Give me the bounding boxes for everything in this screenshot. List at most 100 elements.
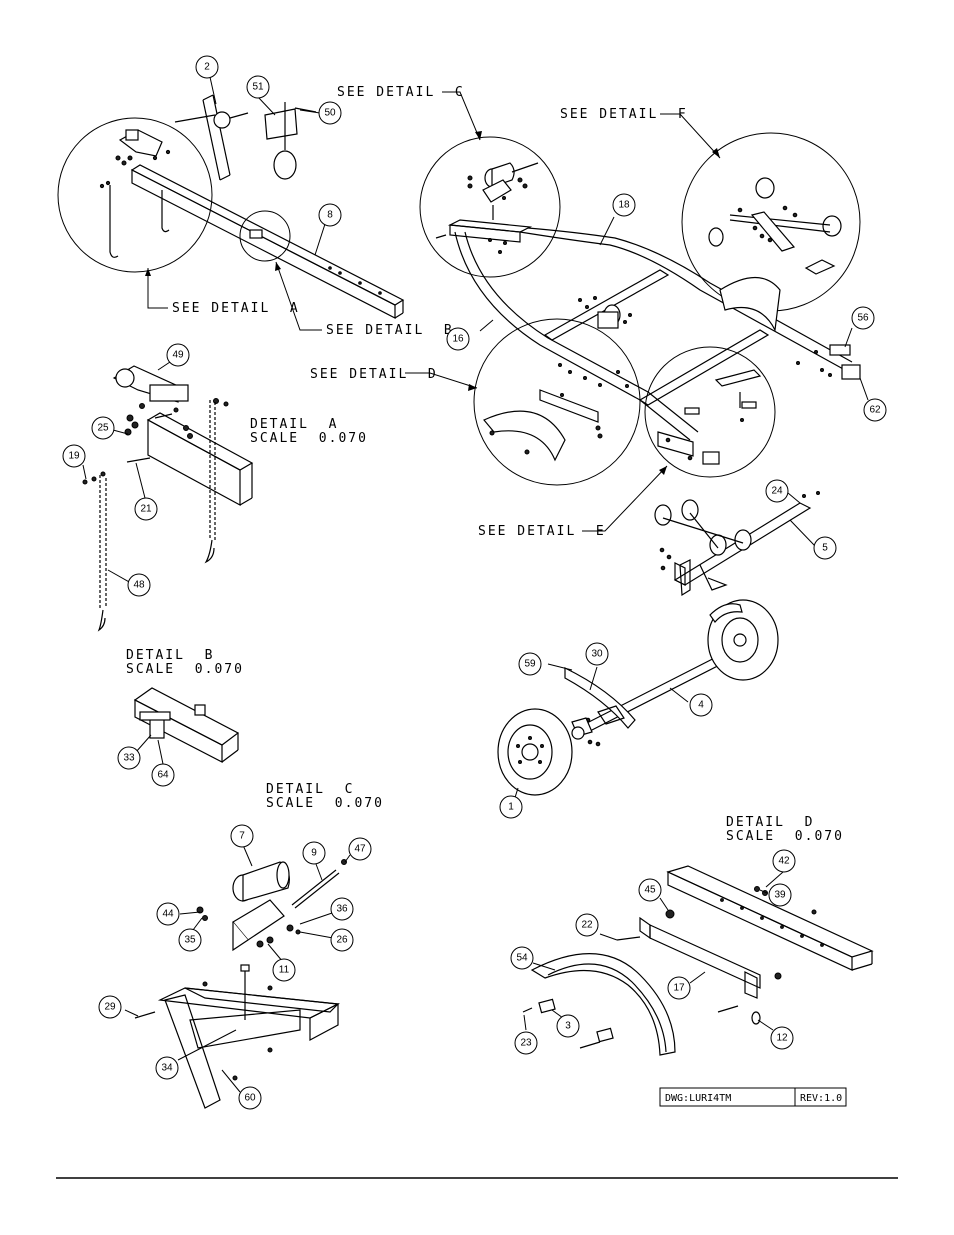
- svg-text:19: 19: [68, 451, 80, 462]
- svg-text:5: 5: [822, 543, 828, 554]
- svg-text:12: 12: [776, 1033, 788, 1044]
- svg-text:59: 59: [524, 659, 536, 670]
- detail-c-assembly: [124, 844, 351, 1109]
- see-detail-c-label: SEE DETAIL C: [337, 85, 465, 100]
- part-bubble: 12: [770, 1026, 794, 1050]
- detail-b-circle: [239, 210, 291, 262]
- svg-text:36: 36: [336, 904, 348, 915]
- part-bubble: 29: [98, 995, 122, 1019]
- part-bubble: 11: [272, 958, 296, 982]
- part-bubble: 47: [348, 837, 372, 861]
- see-detail-a-label: SEE DETAIL A: [172, 301, 300, 316]
- svg-text:54: 54: [516, 953, 528, 964]
- part-bubble: 1: [499, 795, 523, 819]
- svg-text:1: 1: [508, 802, 514, 813]
- svg-text:9: 9: [311, 848, 317, 859]
- part-bubble: 25: [91, 416, 115, 440]
- detail-d-assembly: [522, 865, 874, 1056]
- bunk-assembly: [654, 491, 820, 597]
- part-bubble: 7: [230, 824, 254, 848]
- part-bubble: 9: [302, 841, 326, 865]
- part-bubble: 24: [765, 479, 789, 503]
- svg-text:56: 56: [857, 313, 869, 324]
- see-detail-b-label: SEE DETAIL B: [326, 323, 454, 338]
- part-bubble: 35: [178, 928, 202, 952]
- main-frame-assembly: [405, 91, 869, 532]
- part-bubble: 64: [151, 763, 175, 787]
- detail-d-scale: SCALE 0.070: [726, 829, 844, 844]
- part-bubble: 21: [134, 497, 158, 521]
- detail-d-circle: [473, 318, 641, 486]
- svg-text:21: 21: [140, 504, 152, 515]
- part-bubble: 16: [446, 327, 470, 351]
- part-bubble: 18: [612, 193, 636, 217]
- part-bubble: 54: [510, 946, 534, 970]
- svg-text:29: 29: [104, 1002, 116, 1013]
- part-bubble: 62: [863, 398, 887, 422]
- part-bubble: 34: [155, 1056, 179, 1080]
- detail-b-assembly: [133, 687, 240, 765]
- part-bubble: 39: [768, 883, 792, 907]
- svg-text:49: 49: [172, 350, 184, 361]
- part-bubble: 33: [117, 746, 141, 770]
- svg-text:25: 25: [97, 423, 109, 434]
- part-bubble: 44: [156, 902, 180, 926]
- part-bubble: 30: [585, 642, 609, 666]
- svg-text:60: 60: [244, 1093, 256, 1104]
- svg-text:2: 2: [204, 62, 210, 73]
- detail-a-scale: SCALE 0.070: [250, 431, 368, 446]
- part-bubble: 5: [813, 536, 837, 560]
- detail-a-title: DETAIL A: [250, 417, 338, 432]
- part-bubble: 22: [575, 913, 599, 937]
- part-bubble: 19: [62, 444, 86, 468]
- detail-b-scale: SCALE 0.070: [126, 662, 244, 677]
- axle-assembly: [497, 599, 779, 805]
- part-bubble: 3: [556, 1014, 580, 1038]
- see-detail-f-label: SEE DETAIL F: [560, 107, 688, 122]
- part-bubble: 59: [518, 652, 542, 676]
- revision: REV:1.0: [800, 1093, 842, 1104]
- svg-text:33: 33: [123, 753, 135, 764]
- svg-text:48: 48: [133, 580, 145, 591]
- part-bubble: 45: [638, 878, 662, 902]
- title-block: DWG:LURI4TM REV:1.0: [659, 1087, 847, 1107]
- detail-c-circle: [419, 136, 561, 278]
- part-bubbles: 2 51 50 8 49 25 19 21 48 33 64 7 9 47 44…: [62, 55, 887, 1110]
- svg-text:23: 23: [520, 1038, 532, 1049]
- svg-text:16: 16: [452, 334, 464, 345]
- part-bubble: 26: [330, 928, 354, 952]
- part-bubble: 4: [689, 693, 713, 717]
- detail-a-assembly: [82, 361, 254, 632]
- svg-text:62: 62: [869, 405, 881, 416]
- part-bubble: 17: [667, 976, 691, 1000]
- part-bubble: 8: [318, 203, 342, 227]
- svg-text:4: 4: [698, 700, 704, 711]
- svg-text:35: 35: [184, 935, 196, 946]
- svg-text:42: 42: [778, 856, 790, 867]
- svg-text:22: 22: [581, 920, 593, 931]
- svg-text:50: 50: [324, 108, 336, 119]
- detail-d-title: DETAIL D: [726, 815, 814, 830]
- svg-text:64: 64: [157, 770, 169, 781]
- part-bubble: 56: [851, 306, 875, 330]
- svg-text:8: 8: [327, 210, 333, 221]
- svg-text:7: 7: [239, 831, 245, 842]
- detail-e-circle: [644, 346, 776, 478]
- svg-text:11: 11: [279, 965, 290, 976]
- svg-text:51: 51: [252, 82, 264, 93]
- svg-text:34: 34: [161, 1063, 173, 1074]
- see-detail-d-label: SEE DETAIL D: [310, 367, 438, 382]
- svg-text:18: 18: [618, 200, 630, 211]
- part-bubble: 60: [238, 1086, 262, 1110]
- detail-c-scale: SCALE 0.070: [266, 796, 384, 811]
- detail-a-circle: [57, 117, 213, 273]
- svg-text:26: 26: [336, 935, 348, 946]
- svg-text:39: 39: [774, 890, 786, 901]
- part-bubble: 36: [330, 897, 354, 921]
- part-bubble: 23: [514, 1031, 538, 1055]
- svg-text:30: 30: [591, 649, 603, 660]
- svg-text:24: 24: [771, 486, 783, 497]
- svg-text:17: 17: [673, 983, 685, 994]
- detail-c-title: DETAIL C: [266, 782, 354, 797]
- part-bubble: 42: [772, 849, 796, 873]
